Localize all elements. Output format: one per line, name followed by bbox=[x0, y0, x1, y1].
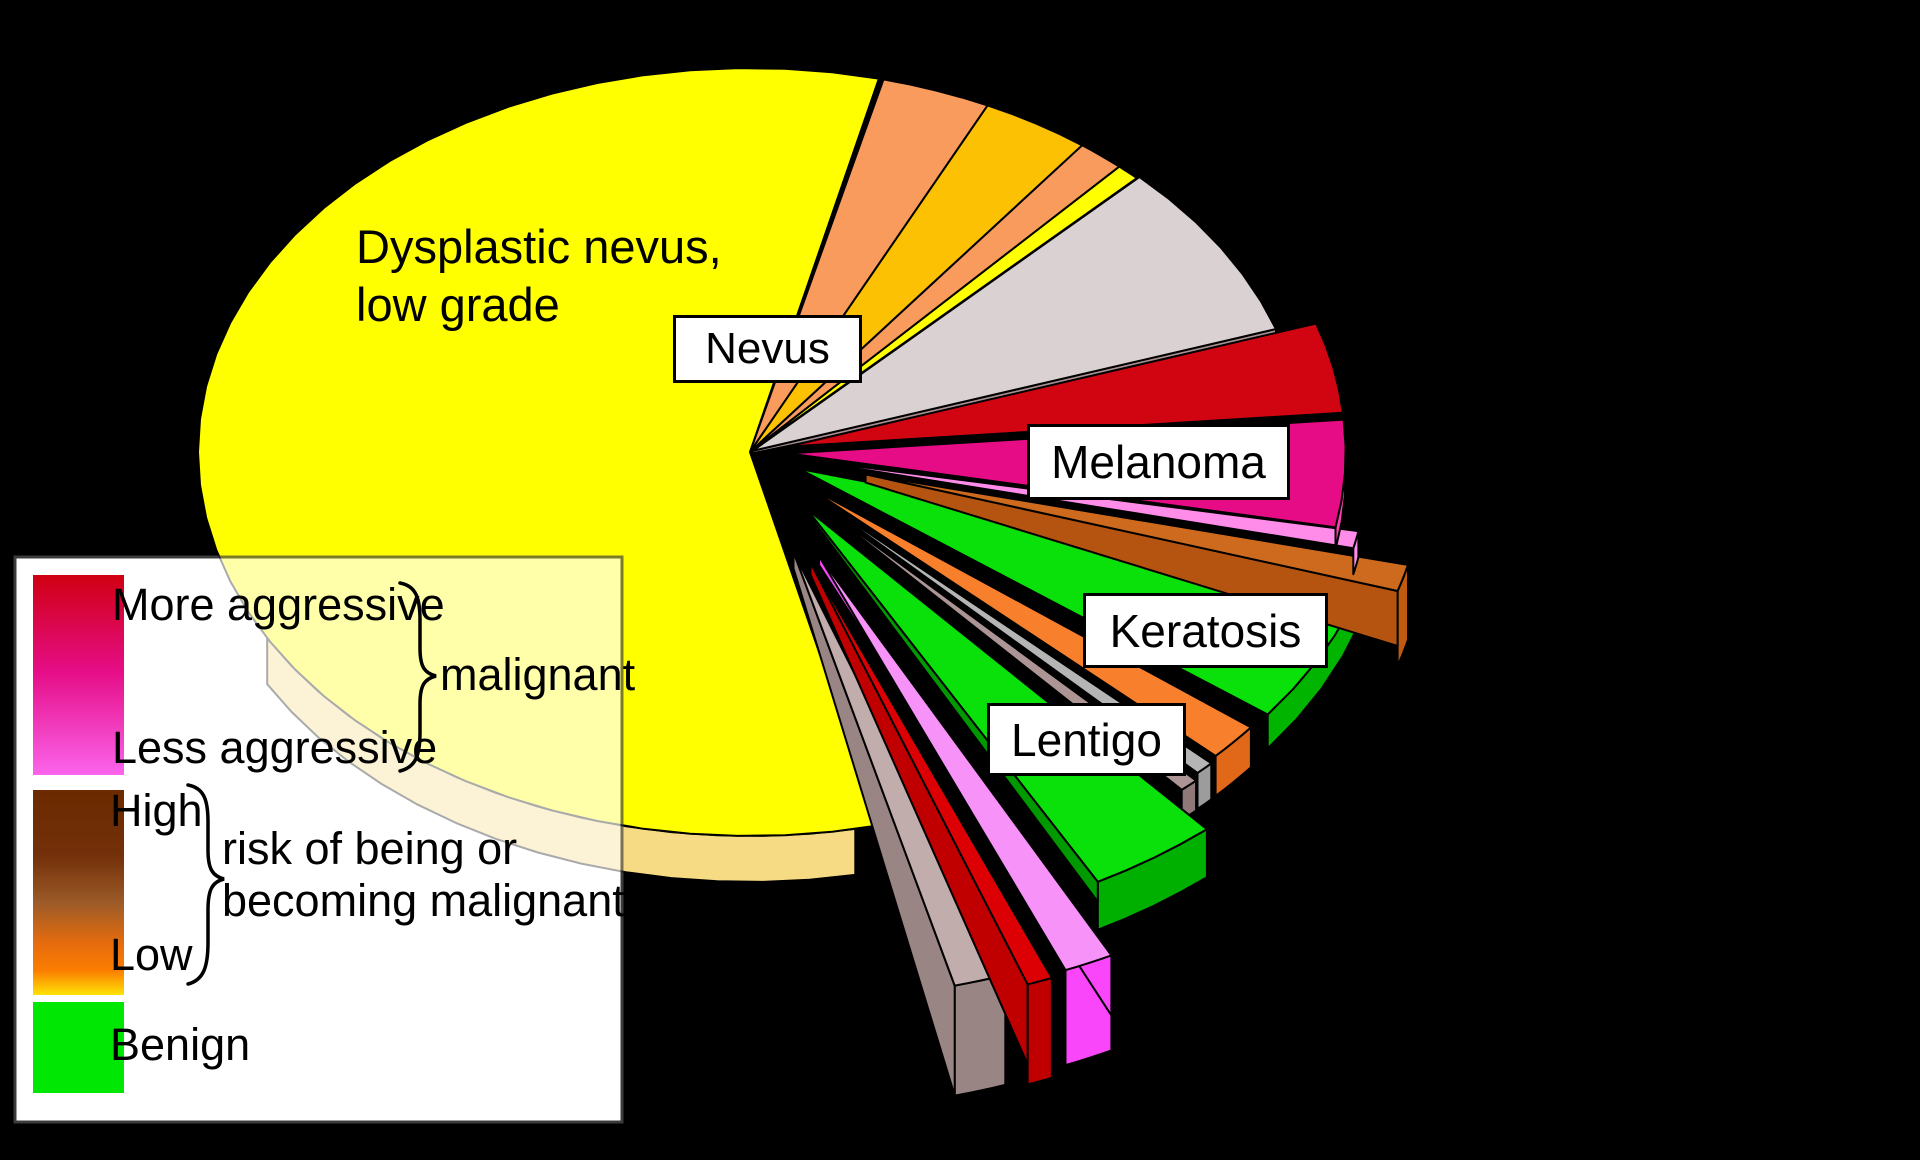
red-bar-side-face bbox=[1026, 976, 1053, 1086]
risk-gradient-swatch bbox=[33, 790, 124, 995]
legend-high-label: High bbox=[110, 785, 203, 836]
violet-bar-slice bbox=[818, 555, 1113, 972]
legend-less-aggressive-label: Less aggressive bbox=[112, 722, 438, 773]
melanoma-more-aggressive-slice bbox=[786, 322, 1344, 448]
lentigo-callout-label: Lentigo bbox=[987, 703, 1186, 776]
dysplastic-annotation-line1: Dysplastic nevus, bbox=[356, 220, 722, 273]
legend-risk-group-label: risk of being or becoming malignant bbox=[222, 823, 625, 927]
legend-malignant-group-label: malignant bbox=[440, 649, 636, 700]
melanoma-callout-text: Melanoma bbox=[1051, 436, 1266, 488]
legend-low-label: Low bbox=[110, 929, 193, 980]
red-bar-slice bbox=[809, 561, 1053, 986]
melanoma-callout-label: Melanoma bbox=[1027, 424, 1290, 500]
malignant-curly-brace-icon bbox=[398, 581, 437, 773]
nevus-callout-text: Nevus bbox=[705, 324, 830, 373]
legend-panel: More aggressive Less aggressive malignan… bbox=[15, 557, 635, 1122]
nevus-callout-label: Nevus bbox=[673, 315, 862, 383]
malignant-gradient-swatch bbox=[33, 575, 124, 775]
legend-risk-line2: becoming malignant bbox=[222, 874, 625, 926]
benign-swatch bbox=[33, 1002, 124, 1093]
legend-more-aggressive-label: More aggressive bbox=[112, 579, 445, 630]
dysplastic-nevus-low-grade-side-face bbox=[266, 637, 624, 873]
risk-curly-brace-icon bbox=[186, 783, 225, 986]
low-risk-orange-3-slice bbox=[805, 485, 1252, 757]
lentigo-callout-text: Lentigo bbox=[1011, 713, 1162, 766]
lentigo-slice bbox=[806, 508, 1208, 883]
keratosis-callout-label: Keratosis bbox=[1083, 593, 1328, 668]
high-risk-chocolate-bar-slice bbox=[864, 473, 1409, 592]
keratosis-callout-text: Keratosis bbox=[1109, 604, 1302, 657]
nevus-grey-slice bbox=[751, 176, 1277, 452]
legend-risk-line1: risk of being or bbox=[222, 823, 518, 874]
dysplastic-annotation-line2: low grade bbox=[356, 278, 560, 331]
dysplastic-nevus-annotation: Dysplastic nevus, low grade bbox=[356, 218, 722, 334]
melanoma-pink-sliver-slice bbox=[792, 457, 1360, 550]
legend-benign-label: Benign bbox=[110, 1019, 251, 1070]
